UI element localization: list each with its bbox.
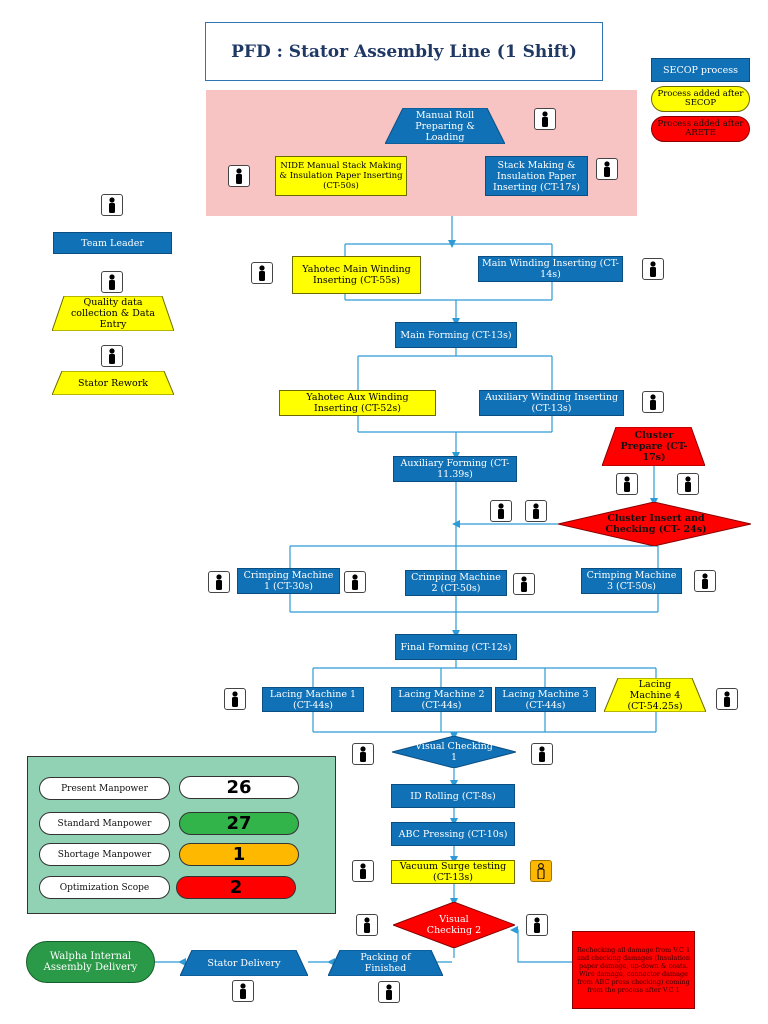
legend-after-secop: Process added after SECOP: [651, 86, 750, 112]
cluster-insert-shape: [558, 502, 751, 546]
person-icon: [232, 980, 254, 1002]
person-icon: [513, 573, 535, 595]
optimization-scope-value: 2: [176, 876, 296, 899]
person-icon: [534, 108, 556, 130]
shortage-manpower-label: Shortage Manpower: [39, 843, 170, 866]
vacant-person-icon: [530, 860, 552, 882]
person-icon: [616, 473, 638, 495]
final-forming-box: Final Forming (CT-12s): [395, 634, 517, 660]
standard-manpower-label: Standard Manpower: [39, 812, 170, 835]
person-icon: [531, 743, 553, 765]
lacing-machine-4-shape: [604, 678, 706, 712]
visual-checking-2-label: Visual Checking 2: [426, 914, 482, 936]
cluster-insert-label: Cluster Insert and Checking (CT- 24s): [605, 513, 707, 535]
lacing-machine-3-box: Lacing Machine 3 (CT-44s): [495, 687, 596, 712]
present-manpower-value: 26: [179, 776, 299, 799]
shortage-manpower-value: 1: [179, 843, 299, 866]
quality-data-label: Quality data collection & Data Entry: [70, 297, 155, 330]
person-icon: [352, 743, 374, 765]
person-icon: [642, 391, 664, 413]
rechecking-note: Rechecking all damage from V.C 1 and che…: [572, 931, 695, 1009]
stack-making-box: Stack Making & Insulation Paper Insertin…: [485, 156, 588, 196]
page-title: PFD : Stator Assembly Line (1 Shift): [205, 22, 603, 81]
person-icon: [208, 571, 230, 593]
main-winding-box: Main Winding Inserting (CT-14s): [478, 256, 623, 282]
present-manpower-label: Present Manpower: [39, 777, 170, 800]
person-icon: [356, 914, 378, 936]
stator-delivery-label: Stator Delivery: [207, 957, 281, 969]
vacuum-surge-box: Vacuum Surge testing (CT-13s): [391, 860, 515, 884]
manual-roll-label: Manual Roll Preparing & Loading: [415, 109, 475, 143]
packing-shape: [328, 950, 443, 976]
abc-pressing-box: ABC Pressing (CT-10s): [391, 822, 515, 846]
team-leader-box: Team Leader: [53, 232, 172, 254]
person-icon: [677, 473, 699, 495]
person-icon: [251, 262, 273, 284]
person-icon: [525, 500, 547, 522]
manual-roll-shape: [385, 108, 505, 144]
person-icon: [716, 688, 738, 710]
cluster-prepare-shape: [602, 427, 705, 466]
visual-checking-1-shape: [392, 736, 516, 768]
lacing-machine-4-label: Lacing Machine 4 (CT-54.25s): [627, 678, 683, 712]
person-icon: [101, 271, 123, 293]
stator-rework-shape: [52, 371, 174, 395]
aux-winding-box: Auxiliary Winding Inserting (CT-13s): [479, 390, 624, 416]
lacing-machine-1-box: Lacing Machine 1 (CT-44s): [262, 687, 364, 712]
yahotec-aux-box: Yahotec Aux Winding Inserting (CT-52s): [279, 390, 436, 416]
crimping-machine-2-box: Crimping Machine 2 (CT-50s): [405, 570, 507, 596]
quality-data-shape: [52, 296, 174, 331]
person-icon: [694, 570, 716, 592]
crimping-machine-1-box: Crimping Machine 1 (CT-30s): [237, 568, 340, 594]
person-icon: [378, 981, 400, 1003]
id-rolling-box: ID Rolling (CT-8s): [391, 784, 515, 808]
standard-manpower-value: 27: [179, 812, 299, 835]
yahotec-main-box: Yahotec Main Winding Inserting (CT-55s): [292, 256, 421, 294]
visual-checking-2-shape: [393, 902, 515, 948]
crimping-machine-3-box: Crimping Machine 3 (CT-50s): [581, 568, 682, 594]
walpha-delivery: Walpha Internal Assembly Delivery: [26, 941, 155, 983]
visual-checking-1-label: Visual Checking 1: [415, 741, 493, 763]
aux-forming-box: Auxiliary Forming (CT-11.39s): [393, 456, 517, 482]
cluster-prepare-label: Cluster Prepare (CT-17s): [620, 430, 688, 463]
person-icon: [228, 165, 250, 187]
lacing-machine-2-box: Lacing Machine 2 (CT-44s): [391, 687, 492, 712]
person-icon: [642, 258, 664, 280]
person-icon: [101, 194, 123, 216]
stator-delivery-shape: [180, 950, 308, 976]
person-icon: [526, 914, 548, 936]
stator-rework-label: Stator Rework: [77, 377, 148, 389]
packing-label: Packing of Finished: [360, 952, 411, 974]
person-icon: [101, 345, 123, 367]
person-icon: [352, 860, 374, 882]
person-icon: [224, 688, 246, 710]
person-icon: [490, 500, 512, 522]
main-forming-box: Main Forming (CT-13s): [395, 322, 517, 348]
person-icon: [344, 571, 366, 593]
legend-secop: SECOP process: [651, 58, 750, 82]
optimization-scope-label: Optimization Scope: [39, 876, 170, 899]
person-icon: [596, 158, 618, 180]
nide-stack-box: NIDE Manual Stack Making & Insulation Pa…: [275, 156, 407, 196]
legend-after-arete: Process added after ARETE: [651, 116, 750, 142]
